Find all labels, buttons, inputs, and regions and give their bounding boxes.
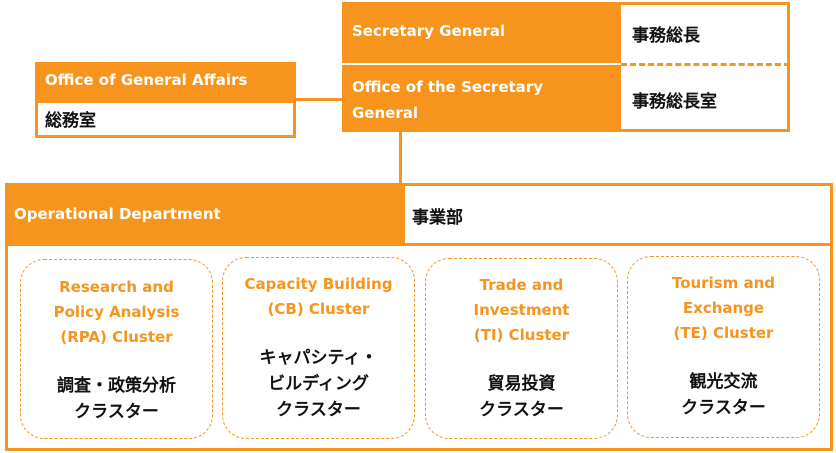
office-of-secretary-general-jp: 事務総長室	[632, 92, 717, 112]
cluster-rpa: Research and Policy Analysis (RPA) Clust…	[20, 259, 213, 439]
cluster-ti: Trade and Investment (TI) Cluster 貿易投資 ク…	[425, 258, 618, 439]
office-of-general-affairs-body	[35, 100, 296, 138]
office-of-general-affairs-header	[35, 62, 296, 100]
cluster-te: Tourism and Exchange (TE) Cluster 観光交流 ク…	[627, 256, 820, 438]
cluster-cb: Capacity Building (CB) Cluster キャパシティ・ ビ…	[222, 257, 415, 439]
connector-general-affairs	[296, 98, 342, 101]
cluster-te-jp: 観光交流 クラスター	[681, 372, 766, 418]
secretary-general-jp: 事務総長	[632, 26, 700, 46]
cluster-rpa-en: Research and Policy Analysis (RPA) Clust…	[53, 278, 180, 346]
cluster-ti-en: Trade and Investment (TI) Cluster	[473, 276, 570, 344]
cluster-ti-jp: 貿易投資 クラスター	[479, 374, 564, 420]
secretary-general-divider	[342, 63, 621, 65]
office-of-general-affairs-jp: 総務室	[45, 111, 96, 131]
cluster-cb-jp: キャパシティ・ ビルディング クラスター	[259, 348, 378, 420]
office-of-secretary-general-en: Office of the Secretary General	[352, 78, 543, 122]
office-of-general-affairs-en: Office of General Affairs	[45, 71, 248, 89]
cluster-te-en: Tourism and Exchange (TE) Cluster	[671, 274, 776, 342]
operational-department-jp: 事業部	[412, 208, 463, 228]
cluster-cb-en: Capacity Building (CB) Cluster	[244, 275, 393, 318]
secretary-general-dashed-divider	[621, 63, 790, 66]
secretary-general-en: Secretary General	[352, 22, 506, 40]
operational-department-jp-box	[402, 183, 833, 246]
operational-department-en: Operational Department	[14, 205, 221, 223]
cluster-rpa-jp: 調査・政策分析 クラスター	[57, 376, 176, 422]
secretary-general-english-column	[342, 2, 621, 132]
operational-department-header	[5, 183, 402, 246]
connector-operational-department	[399, 132, 402, 184]
